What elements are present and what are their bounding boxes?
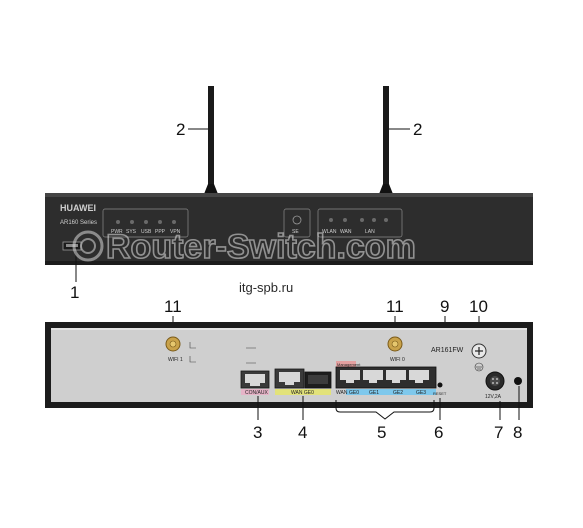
callout-reset: 6	[434, 423, 443, 442]
reset-label: RESET	[433, 391, 447, 396]
se-label: SE	[292, 229, 299, 235]
wan-ge-label: WAN GE0	[291, 390, 314, 396]
callout-model: 9	[440, 297, 449, 316]
console-label: CON/AUX	[245, 390, 268, 396]
lan-label-wan: WAN	[336, 390, 348, 396]
watermark-site: itg-spb.ru	[239, 280, 293, 295]
se-indicator	[292, 215, 302, 225]
indicator-leds	[116, 220, 176, 224]
front-chassis	[45, 193, 533, 265]
lan-label-ge0: GE0	[349, 390, 359, 396]
lan-label-ge3: GE3	[416, 390, 426, 396]
lan-ports	[335, 366, 437, 389]
sfp-port	[304, 371, 332, 389]
se-panel	[283, 208, 311, 238]
indicator-label-ppp: PPP	[155, 229, 166, 235]
usb-port	[62, 241, 82, 251]
callout-wan: 4	[298, 423, 307, 442]
management-label-band	[336, 361, 356, 367]
front-antenna-right	[379, 86, 393, 194]
lan-led-1	[360, 218, 364, 222]
rear-mark-2	[189, 356, 196, 363]
rear-model-label: AR161FW	[431, 347, 464, 354]
callout-power: 7	[494, 423, 503, 442]
indicator-label-sys: SYS	[126, 229, 137, 235]
watermark-logo-text: Router-Switch.com	[106, 228, 416, 266]
wan-ge-label-band	[275, 389, 331, 395]
callout-lock: 8	[513, 423, 522, 442]
console-label-band	[241, 389, 269, 395]
callout-wifi-left: 11	[164, 297, 182, 316]
callout-lan: 5	[377, 423, 386, 442]
lan-label-ge2: GE2	[393, 390, 403, 396]
front-brand: HUAWEI	[60, 203, 96, 213]
lan-label: LAN	[365, 229, 375, 235]
wan-ge-port	[274, 368, 305, 389]
callout-brace-lan	[335, 400, 435, 420]
lan-label-ge1: GE1	[369, 390, 379, 396]
callout-console: 3	[253, 423, 262, 442]
lan-label-band	[346, 389, 436, 395]
indicator-panel	[102, 208, 189, 238]
security-lock-slot	[514, 377, 522, 385]
lan-led-2	[372, 218, 376, 222]
indicator-label-pwr: PWR	[111, 229, 123, 235]
wifi0-connector	[387, 336, 403, 352]
wifi1-connector	[165, 336, 181, 352]
callout-wifi-right: 11	[386, 297, 404, 316]
console-port	[240, 370, 270, 389]
network-indicator-panel	[317, 208, 403, 238]
lan-led-3	[384, 218, 388, 222]
watermark-logo: Router-Switch.com	[72, 227, 417, 267]
ground-screw	[471, 343, 487, 359]
indicator-label-usb: USB	[141, 229, 152, 235]
ground-icon	[474, 362, 484, 372]
front-model: AR160 Series	[60, 220, 97, 226]
wifi0-label: WIFI 0	[390, 357, 405, 363]
wan-label: WAN	[340, 229, 352, 235]
front-antenna-left	[204, 86, 218, 194]
wifi1-label: WIFI 1	[168, 357, 183, 363]
rear-mark-1	[189, 342, 196, 349]
rear-chassis	[45, 322, 533, 408]
wlan-led	[329, 218, 333, 222]
wlan-label: WLAN	[322, 229, 337, 235]
reset-button	[437, 382, 443, 388]
indicator-label-vpn: VPN	[170, 229, 181, 235]
callout-usb: 1	[70, 283, 79, 302]
power-connector	[485, 371, 505, 391]
callout-antenna-right: 2	[413, 120, 422, 139]
management-label: Management	[337, 362, 361, 367]
callout-ground: 10	[469, 297, 488, 316]
wan-led	[343, 218, 347, 222]
callout-antenna-left: 2	[176, 120, 185, 139]
power-label: 12V,2A	[485, 394, 502, 400]
